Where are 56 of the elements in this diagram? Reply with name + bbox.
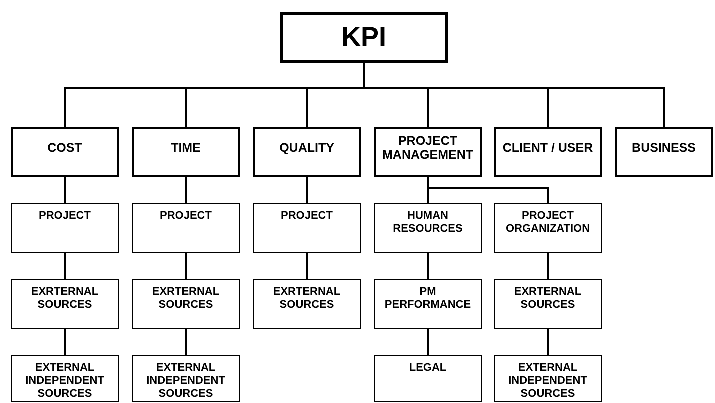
subcategory-box — [132, 203, 240, 253]
subcategory-box — [374, 279, 482, 329]
node-label: EXRTERNAL SOURCES — [272, 286, 342, 312]
node-label: EXTERNAL INDEPENDENT SOURCES — [508, 362, 588, 401]
connector-line — [185, 177, 187, 203]
node-label: PROJECT — [160, 210, 212, 223]
connector-line — [64, 177, 66, 203]
subcategory-box — [494, 279, 602, 329]
connector-line — [427, 253, 429, 279]
subcategory-box — [494, 203, 602, 253]
connector-line — [547, 329, 549, 355]
node-label: HUMAN RESOURCES — [392, 210, 464, 236]
node-label: LEGAL — [409, 362, 447, 375]
node-label: PROJECT — [39, 210, 91, 223]
node-label: EXRTERNAL SOURCES — [30, 286, 100, 312]
node-label: TIME — [171, 141, 201, 155]
node-label: EXTERNAL INDEPENDENT SOURCES — [24, 362, 106, 401]
connector-line — [427, 177, 549, 203]
node-label: EXRTERNAL SOURCES — [513, 286, 583, 312]
node-label: CLIENT / USER — [502, 141, 594, 155]
subcategory-box — [253, 203, 361, 253]
subcategory-box — [494, 355, 602, 402]
node-label: KPI — [341, 22, 386, 53]
category-box — [494, 127, 602, 177]
node-label: EXTERNAL INDEPENDENT SOURCES — [146, 362, 226, 401]
category-box — [374, 127, 482, 177]
node-label: PM PERFORMANCE — [384, 286, 472, 312]
connector-line — [427, 329, 429, 355]
node-label: EXRTERNAL SOURCES — [151, 286, 221, 312]
connector-line — [306, 177, 308, 203]
category-box — [11, 127, 119, 177]
node-label: PROJECT ORGANIZATION — [504, 210, 592, 236]
subcategory-box — [132, 279, 240, 329]
title-box — [280, 12, 448, 63]
category-box — [132, 127, 240, 177]
subcategory-box — [11, 203, 119, 253]
subcategory-box — [374, 355, 482, 402]
node-label: PROJECT MANAGEMENT — [382, 134, 474, 162]
subcategory-box — [374, 203, 482, 253]
subcategory-box — [11, 279, 119, 329]
connector-line — [306, 253, 308, 279]
category-box — [615, 127, 713, 177]
node-label: QUALITY — [280, 141, 334, 155]
connector-line — [185, 253, 187, 279]
subcategory-box — [11, 355, 119, 402]
connector-line — [64, 253, 66, 279]
category-box — [253, 127, 361, 177]
connector-line — [547, 253, 549, 279]
connector-line — [185, 329, 187, 355]
connector-line — [64, 329, 66, 355]
node-label: PROJECT — [281, 210, 333, 223]
subcategory-box — [253, 279, 361, 329]
connector-line — [363, 63, 665, 127]
subcategory-box — [132, 355, 240, 402]
node-label: COST — [48, 141, 82, 155]
node-label: BUSINESS — [632, 141, 696, 155]
